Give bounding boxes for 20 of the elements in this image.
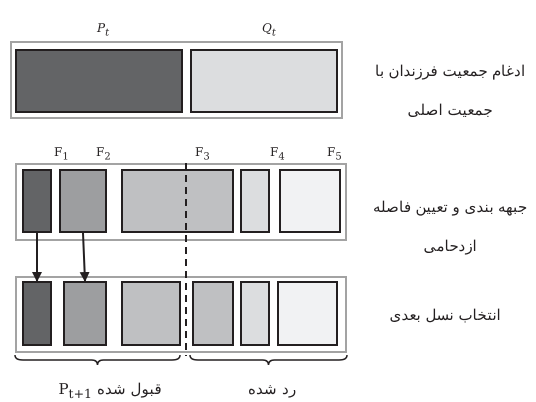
front-bar <box>22 281 52 346</box>
row-label: انتخاب نسل بعدی <box>388 306 502 324</box>
bar-label: P$_{t}$ <box>97 21 110 38</box>
bar-label: Q$_{t}$ <box>262 21 276 38</box>
arrow <box>32 233 42 282</box>
arrow <box>80 232 90 282</box>
bar-label: F$_{3}$ <box>195 145 210 162</box>
bar-label: F$_{4}$ <box>270 145 285 162</box>
bar-label: F$_{2}$ <box>96 145 111 162</box>
front-bar <box>121 281 181 346</box>
front-bar <box>240 281 270 346</box>
front-bar <box>192 281 234 346</box>
row-label: جبهه بندی و تعیین فاصله ازدحامی <box>372 197 528 257</box>
front-bar <box>277 281 338 346</box>
population-panel <box>15 276 347 353</box>
front-bar <box>63 281 107 346</box>
row-label: ادغام جمعیت فرزندان با جمعیت اصلی <box>374 61 526 121</box>
bar-label: F$_{1}$ <box>54 145 69 162</box>
brace-label: رد شده <box>247 380 297 398</box>
bar-label: F$_{5}$ <box>327 145 342 162</box>
